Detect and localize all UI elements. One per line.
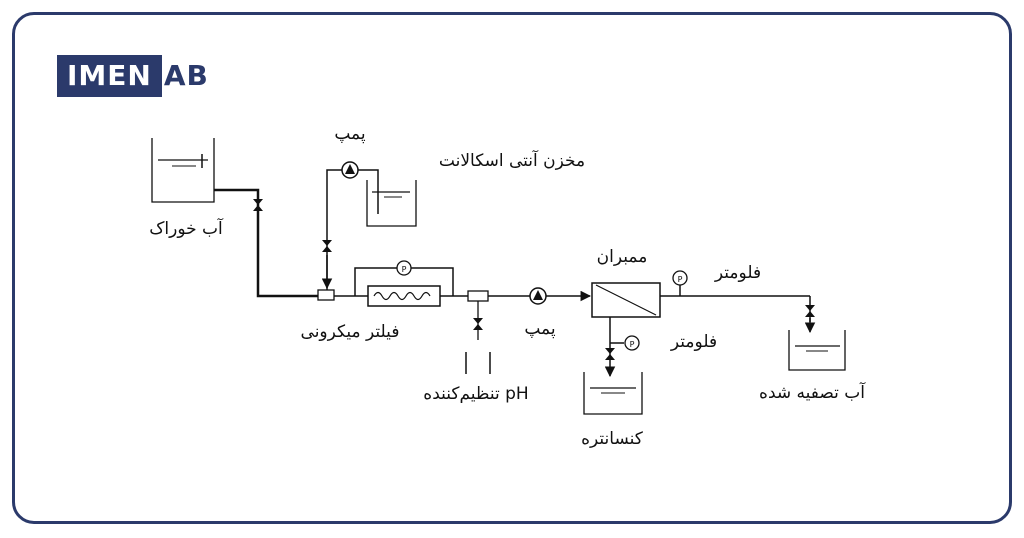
- flowmeter-top-gauge-icon: P: [672, 270, 688, 286]
- permeate-line: [660, 284, 811, 322]
- pump-top-icon: [341, 161, 359, 179]
- logo-part-imen: IMEN: [57, 55, 162, 97]
- imenab-logo: IMEN AB: [57, 55, 209, 97]
- ph-tee: [467, 290, 489, 340]
- logo-part-ab: AB: [163, 59, 209, 92]
- concentrate-line: [609, 317, 624, 362]
- valve-antiscalant: [322, 240, 332, 252]
- ph-probe: [465, 352, 491, 374]
- valve-ph: [473, 318, 483, 330]
- concentrate-tank: [583, 372, 643, 415]
- svg-text:P: P: [678, 275, 683, 284]
- label-feed-water: آب خوراک: [149, 217, 224, 239]
- label-flowmeter-bottom: فلومتر: [670, 332, 717, 352]
- feed-line: [214, 188, 318, 298]
- filter-pressure-gauge-icon: P: [396, 260, 412, 276]
- svg-text:P: P: [402, 265, 407, 274]
- label-pump-mid: پمپ: [524, 319, 556, 339]
- label-antiscalant-tank: مخزن آنتی اسکالانت: [439, 149, 585, 171]
- antiscalant-tank: [366, 180, 417, 227]
- antiscalant-line: [326, 169, 379, 290]
- label-micro-filter: فیلتر میکرونی: [301, 322, 400, 342]
- valve-permeate: [805, 305, 815, 317]
- feed-water-tank: [151, 138, 215, 203]
- label-concentrate: کنسانتره: [581, 429, 644, 449]
- diagram-frame: [12, 12, 1012, 524]
- valve-concentrate: [605, 348, 615, 360]
- label-pump-top: پمپ: [334, 124, 366, 144]
- label-flowmeter-top: فلومتر: [714, 263, 761, 283]
- pump-mid-icon: [529, 287, 547, 305]
- valve-feed: [253, 199, 263, 211]
- flowmeter-bottom-gauge-icon: P: [624, 335, 640, 351]
- svg-text:P: P: [630, 340, 635, 349]
- label-membrane: ممبران: [597, 247, 648, 267]
- treated-water-tank: [788, 330, 846, 371]
- label-treated-water: آب تصفیه شده: [759, 381, 866, 403]
- label-ph-adjuster: تنظیم‌کننده pH: [423, 384, 528, 404]
- membrane-module: [591, 282, 661, 318]
- mixing-tee: [317, 289, 335, 301]
